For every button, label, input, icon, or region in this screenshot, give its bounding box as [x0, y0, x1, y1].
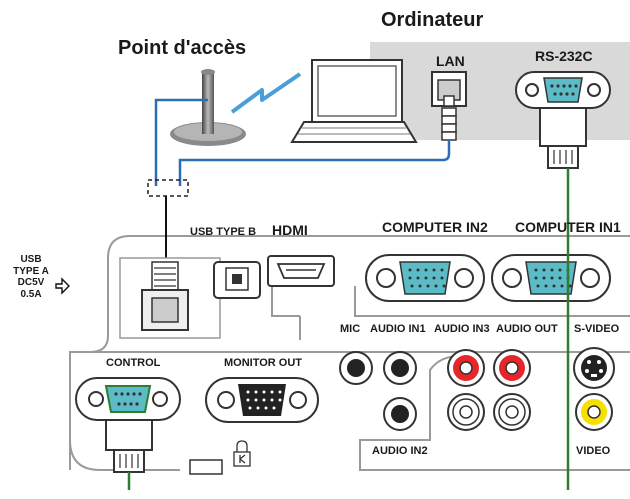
wifi-signal-icon [230, 72, 302, 114]
label-audio-in2: AUDIO IN2 [372, 445, 428, 457]
label-audio-out: AUDIO OUT [496, 323, 558, 335]
audio-in1-jack [383, 351, 417, 385]
label-audio-in1: AUDIO IN1 [370, 323, 426, 335]
usb-type-b-port [213, 261, 261, 299]
label-computer-in1: COMPUTER IN1 [515, 219, 621, 235]
hdmi-port [267, 255, 335, 287]
access-point-icon [170, 69, 246, 146]
usb-type-a-line3: DC5V [17, 277, 45, 288]
usb-type-a-line2: TYPE A [13, 265, 49, 277]
usb-type-a-line1: USB [20, 254, 42, 265]
security-slot [189, 459, 223, 475]
usb-type-a-line4: 0.5A [20, 288, 42, 300]
computer-in1-port [491, 254, 611, 302]
label-computer-in2: COMPUTER IN2 [382, 219, 488, 235]
audio-out-right-jack [493, 393, 531, 431]
projector-lan-port [119, 257, 221, 339]
label-usb-type-a: USB TYPE A DC5V 0.5A [10, 254, 52, 300]
laptop-icon [290, 59, 418, 143]
video-jack [575, 393, 613, 431]
label-ordinateur: Ordinateur [381, 9, 484, 31]
audio-in3-right-jack [447, 393, 485, 431]
label-rs232c: RS-232C [535, 48, 593, 64]
label-audio-in3: AUDIO IN3 [434, 323, 490, 335]
mic-jack [339, 351, 373, 385]
label-usb-type-b: USB TYPE B [190, 226, 257, 238]
computer-rs232c-port [515, 71, 611, 169]
label-hdmi: HDMI [272, 222, 308, 238]
computer-lan-port [431, 71, 467, 141]
kensington-lock-icon [233, 440, 251, 467]
label-video: VIDEO [576, 445, 611, 457]
label-monitor-out: MONITOR OUT [224, 357, 303, 369]
s-video-port [573, 347, 615, 389]
monitor-out-port [205, 377, 319, 423]
audio-out-left-jack [493, 349, 531, 387]
audio-in3-left-jack [447, 349, 485, 387]
audio-in2-jack [383, 397, 417, 431]
label-control: CONTROL [106, 357, 161, 369]
cable-junction [147, 179, 189, 197]
label-point-acces: Point d'accès [118, 37, 247, 59]
computer-in2-port [365, 254, 485, 302]
label-lan: LAN [436, 53, 465, 69]
network-cable [154, 98, 451, 186]
label-mic: MIC [340, 323, 361, 335]
usb-arrow-icon [55, 277, 70, 295]
label-s-video: S-VIDEO [574, 323, 620, 335]
control-port [75, 377, 181, 473]
